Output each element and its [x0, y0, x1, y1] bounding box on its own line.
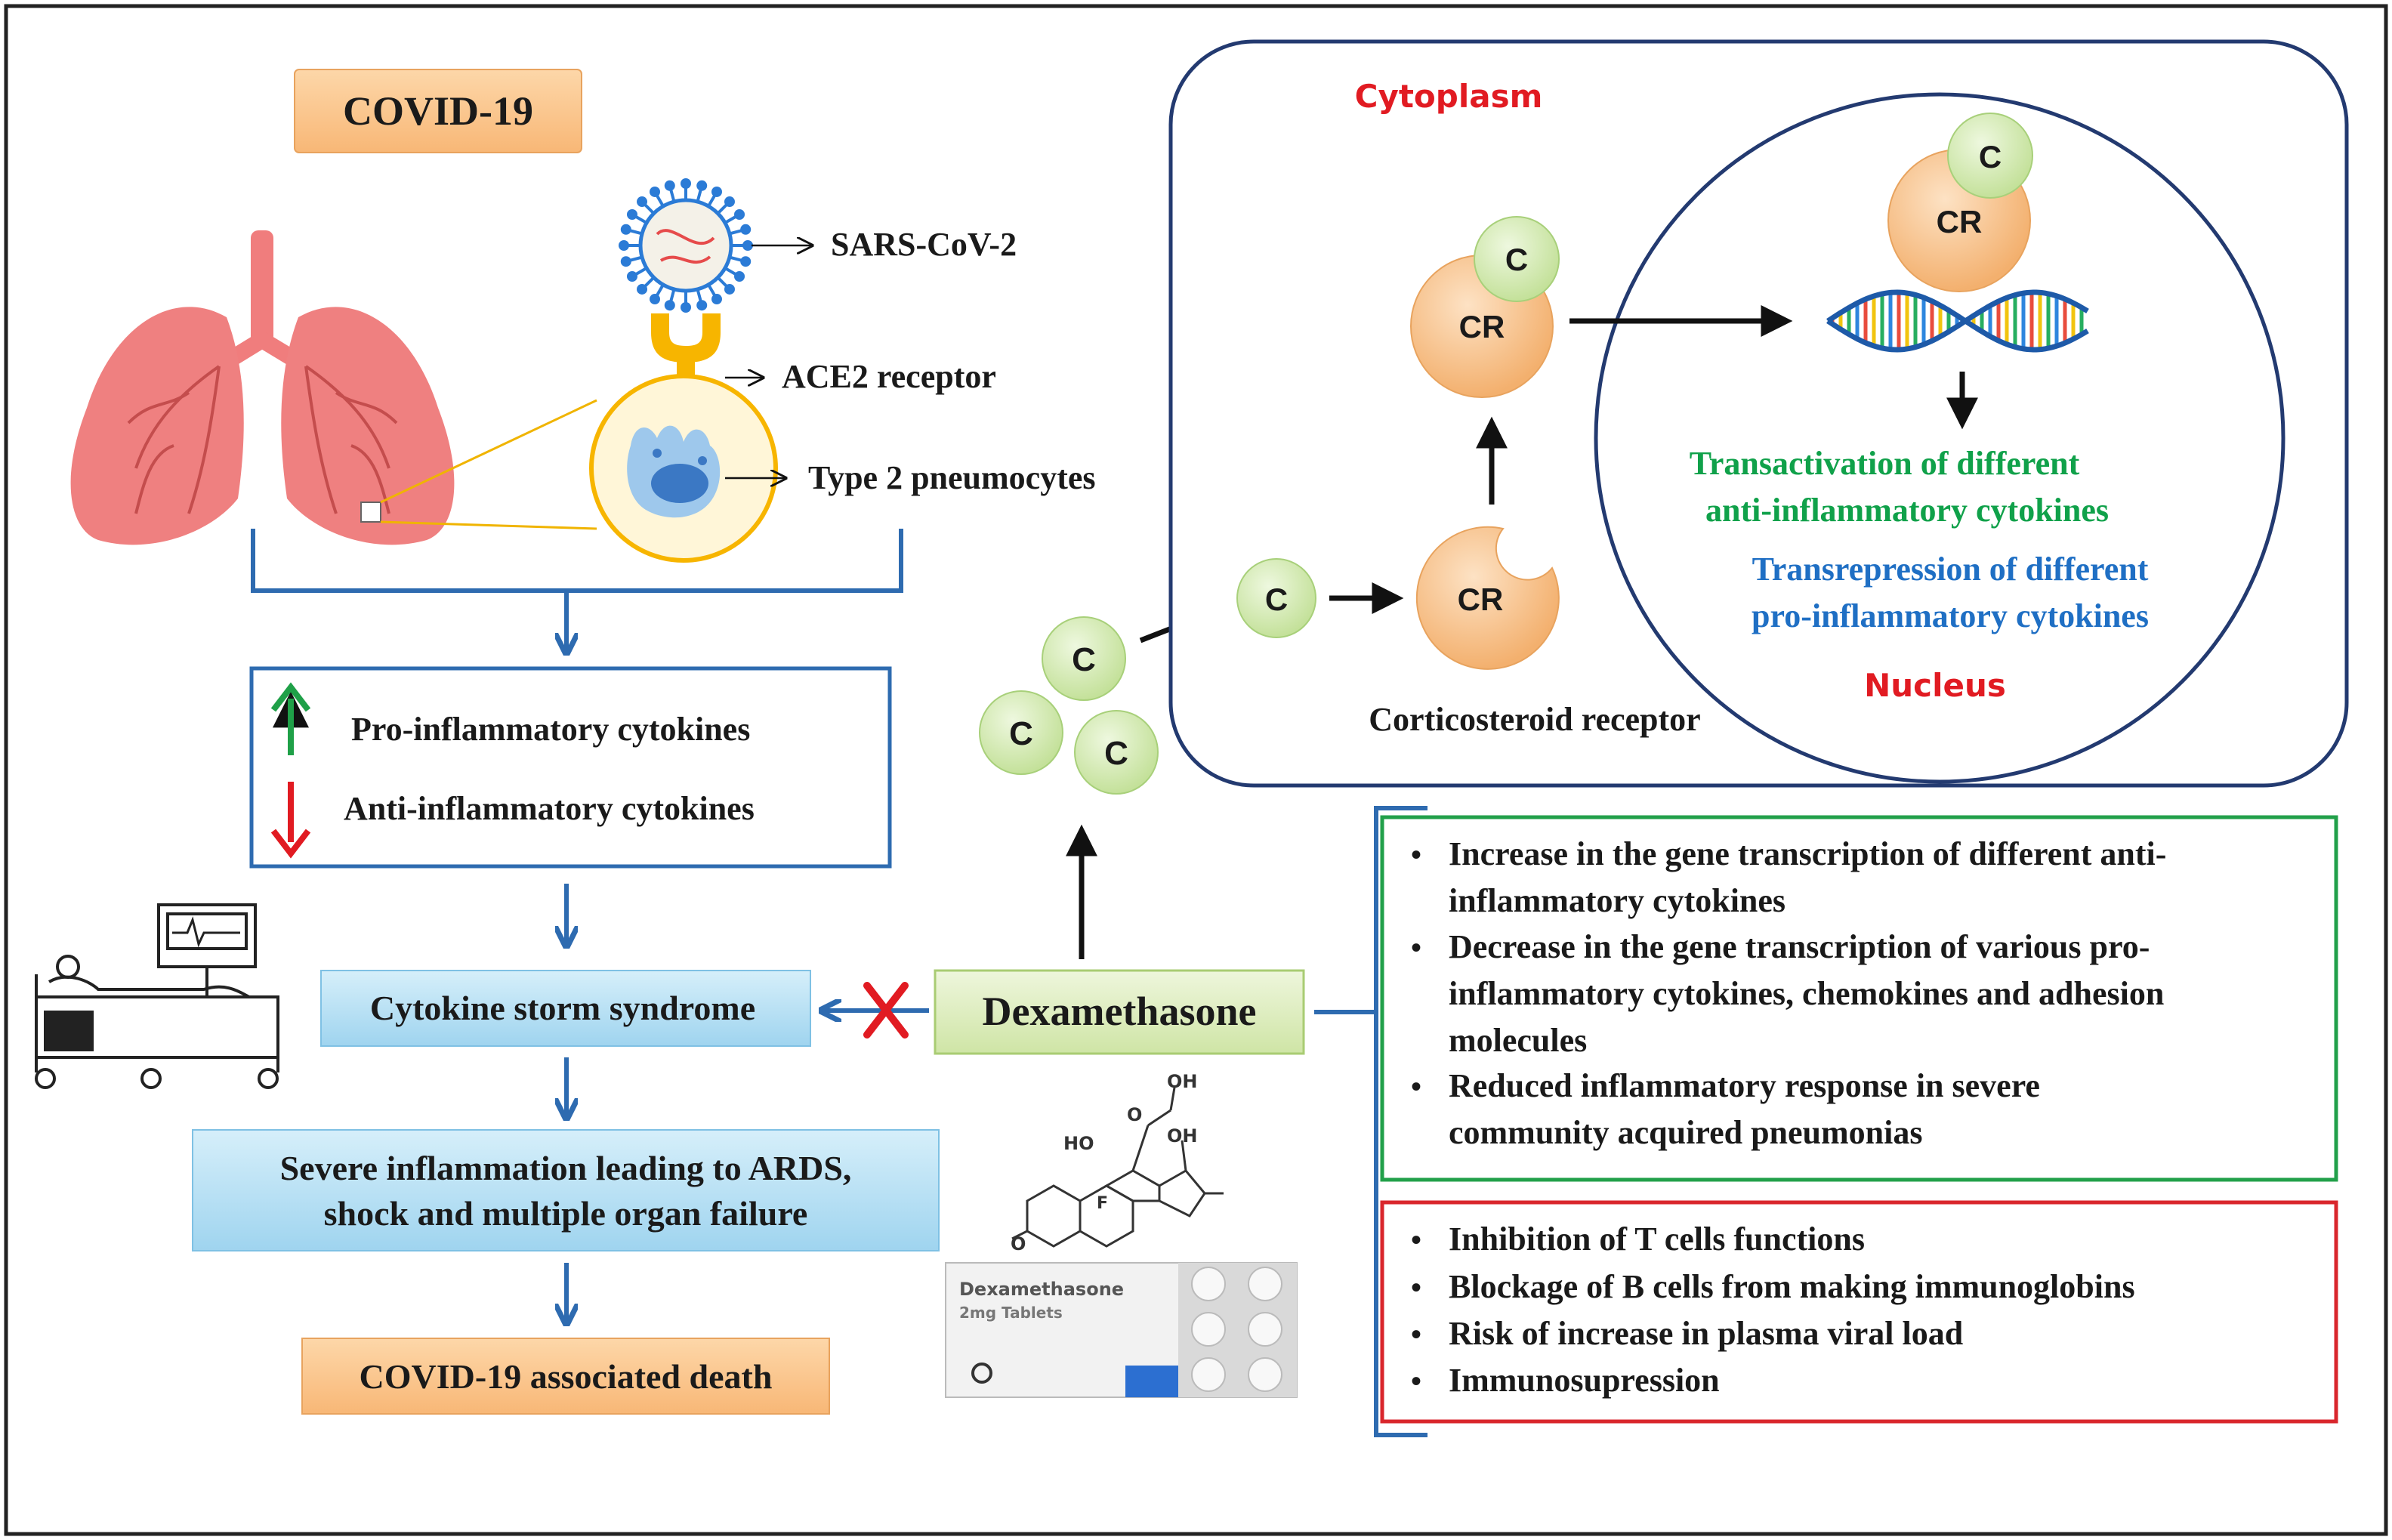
virus-icon — [619, 178, 753, 313]
transactivation-line2: anti-inflammatory cytokines — [1705, 492, 2109, 529]
benefit-item-line: Decrease in the gene transcription of va… — [1449, 928, 2150, 965]
benefit-item-line: inflammatory cytokines, chemokines and a… — [1449, 975, 2164, 1012]
benefit-item-line: inflammatory cytokines — [1449, 882, 1786, 919]
risk-item: Blockage of B cells from making immunogl… — [1449, 1268, 2135, 1305]
anti-inflammatory-label: Anti-inflammatory cytokines — [344, 790, 755, 827]
cytokine-storm-label: Cytokine storm syndrome — [370, 989, 755, 1027]
type-2-pneumocytes-label: Type 2 pneumocytes — [808, 459, 1096, 496]
covid19-title-box: COVID-19 — [294, 69, 582, 153]
structure-label-oh-top: OH — [1167, 1071, 1198, 1092]
risks-box — [1380, 1200, 2338, 1424]
drug-molecule-label: C — [1505, 242, 1528, 277]
cytokine-storm-box: Cytokine storm syndrome — [320, 970, 811, 1047]
structure-label-ho: HO — [1063, 1133, 1094, 1154]
down-arrow-icon — [270, 782, 311, 859]
death-box: COVID-19 associated death — [301, 1338, 830, 1415]
effects-bracket — [1314, 806, 1427, 1437]
severe-inflammation-box: Severe inflammation leading to ARDS, sho… — [192, 1129, 940, 1251]
covid19-title: COVID-19 — [343, 88, 533, 134]
risk-bullet: • — [1411, 1270, 1421, 1304]
benefit-item-line: Increase in the gene transcription of di… — [1449, 835, 2166, 872]
risks-list: • Inhibition of T cells functions • Blockag… — [1411, 1221, 2135, 1399]
transrepression-line1: Transrepression of different — [1752, 551, 2149, 588]
risk-bullet: • — [1411, 1317, 1421, 1351]
receptor-unbound-label: CR — [1458, 582, 1504, 617]
dna-helix-icon — [1826, 289, 2089, 353]
drug-molecule-label: C — [1979, 139, 2002, 174]
benefit-item-line: Reduced inflammatory response in severe — [1449, 1067, 2040, 1104]
package-line1: Dexamethasone — [959, 1279, 1124, 1300]
benefit-bullet: • — [1411, 1069, 1421, 1103]
corticosteroid-receptor-label: Corticosteroid receptor — [1369, 701, 1700, 738]
benefits-box — [1380, 815, 2338, 1182]
drug-molecule-label: C — [1104, 735, 1128, 772]
death-label: COVID-19 associated death — [360, 1357, 773, 1396]
benefit-item-line: molecules — [1449, 1022, 1587, 1059]
dexamethasone-box: Dexamethasone — [934, 969, 1305, 1055]
risk-item: Risk of increase in plasma viral load — [1449, 1315, 1963, 1352]
structure-label-o-ketone: O — [1127, 1104, 1142, 1125]
transactivation-line1: Transactivation of different — [1690, 445, 2080, 482]
cytoplasm-label: Cytoplasm — [1355, 78, 1543, 115]
benefit-item-line: community acquired pneumonias — [1449, 1114, 1923, 1151]
transrepression-line2: pro-inflammatory cytokines — [1752, 597, 2149, 634]
hospital-bed-icon — [35, 903, 279, 1089]
lungs-icon — [70, 230, 455, 545]
drug-molecule-3: C — [1074, 710, 1159, 795]
structure-label-oh: OH — [1167, 1125, 1198, 1147]
pneumocyte-icon — [589, 374, 778, 563]
drug-molecule-1: C — [1042, 616, 1126, 701]
severe-inflammation-line1: Severe inflammation leading to ARDS, — [280, 1149, 852, 1187]
drug-molecule-label: C — [1072, 641, 1096, 678]
chemical-structure-icon — [1011, 1087, 1224, 1248]
ace2-receptor-label: ACE2 receptor — [782, 358, 996, 395]
structure-label-f: F — [1097, 1194, 1108, 1213]
lung-bracket — [251, 529, 903, 593]
receptor-bound-label: CR — [1459, 309, 1505, 344]
medicine-package-icon: Dexamethasone 2mg Tablets — [945, 1262, 1298, 1398]
benefits-list: • Increase in the gene transcription of d… — [1411, 835, 2166, 1151]
nucleus-circle — [1594, 92, 2286, 784]
nucleus-label: Nucleus — [1864, 667, 2006, 704]
benefit-bullet: • — [1411, 838, 1421, 872]
receptor-unbound: CR — [1415, 526, 1560, 670]
severe-inflammation-line2: shock and multiple organ failure — [324, 1194, 808, 1233]
drug-molecule-label: C — [1265, 582, 1288, 617]
benefit-bullet: • — [1411, 930, 1421, 964]
pro-inflammatory-label: Pro-inflammatory cytokines — [351, 711, 750, 748]
risk-item: Inhibition of T cells functions — [1449, 1221, 1865, 1258]
risk-item: Immunosupression — [1449, 1362, 1720, 1399]
receptor-nuclear: CR C — [1887, 113, 2033, 292]
zoom-lines — [380, 399, 597, 530]
outer-frame — [4, 4, 2388, 1536]
receptor-nuclear-label: CR — [1937, 204, 1983, 239]
receptor-bound: CR C — [1410, 216, 1560, 398]
drug-molecule-2: C — [979, 690, 1063, 775]
risk-bullet: • — [1411, 1364, 1421, 1398]
dexamethasone-label: Dexamethasone — [983, 989, 1257, 1034]
structure-label-o-ring: O — [1011, 1233, 1026, 1255]
cytokine-balance-box: Pro-inflammatory cytokines Anti-inflamma… — [249, 666, 892, 869]
risk-bullet: • — [1411, 1223, 1421, 1257]
block-x-icon — [863, 982, 909, 1038]
drug-molecule-label: C — [1009, 715, 1033, 752]
sars-cov-2-label: SARS-CoV-2 — [831, 226, 1017, 263]
package-line2: 2mg Tablets — [959, 1304, 1063, 1322]
drug-molecule-4: C — [1236, 558, 1316, 638]
